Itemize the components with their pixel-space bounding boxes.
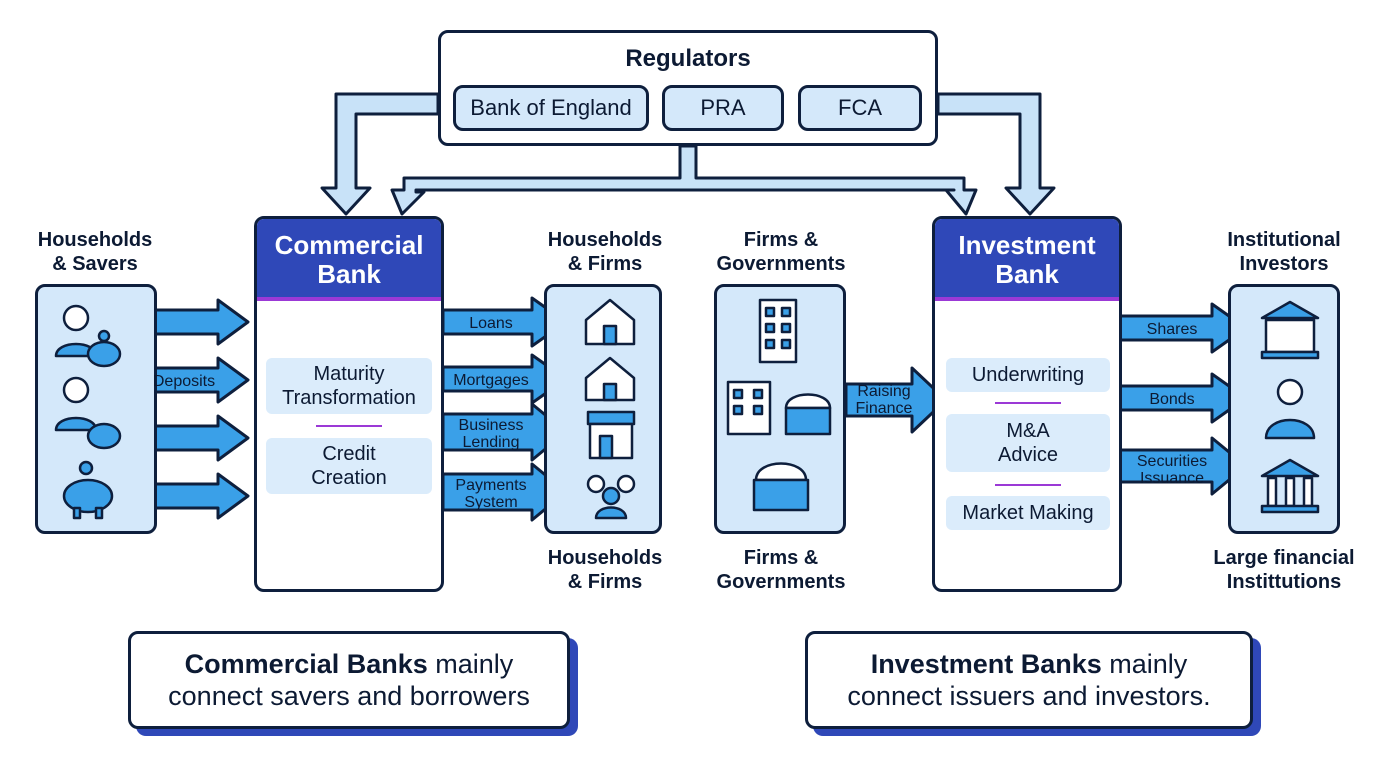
credit-line1: Credit: [322, 443, 376, 465]
commercial-bank-title: Commercial Bank: [257, 219, 441, 301]
function-ma-advice: M&A Advice: [946, 414, 1110, 472]
commercial-summary-line2: connect savers and borrowers: [168, 681, 530, 711]
firms-governments-bottom-label: Firms & Governments: [704, 546, 858, 594]
raising-finance-arrow: [844, 366, 948, 434]
commercial-summary-line1: Commercial Banks mainly: [131, 648, 567, 680]
large-institutions-label: Large financial Instittutions: [1200, 546, 1368, 594]
function-maturity-transformation: Maturity Transformation: [266, 358, 432, 414]
investment-summary-bold: Investment Banks: [870, 649, 1102, 679]
function-credit-creation: Credit Creation: [266, 438, 432, 494]
investment-summary-box: Investment Banks mainly connect issuers …: [805, 631, 1253, 729]
investment-bank-title: Investment Bank: [935, 219, 1119, 301]
households-savers-line1: Households: [37, 229, 153, 251]
commercial-summary-bold: Commercial Banks: [184, 649, 428, 679]
hf-bottom-line1: Households: [547, 547, 663, 569]
ma-line1: M&A: [1006, 420, 1050, 442]
regulator-arrow-investment: [936, 92, 1056, 216]
ii-line1: Institutional: [1227, 229, 1341, 251]
households-firms-bottom-label: Households & Firms: [530, 546, 680, 594]
borrowers-panel: [544, 284, 662, 534]
investment-divider-2: [995, 484, 1061, 486]
regulators-title: Regulators: [625, 45, 751, 72]
fg-top-line1: Firms &: [743, 229, 819, 251]
hf-top-line2: & Firms: [567, 253, 643, 275]
commercial-summary-box: Commercial Banks mainly connect savers a…: [128, 631, 570, 729]
fg-top-line2: Governments: [716, 253, 846, 275]
lfi-line2: Instittutions: [1226, 571, 1342, 593]
commercial-title-line2: Bank: [317, 259, 381, 289]
fg-bottom-line2: Governments: [716, 571, 846, 593]
investment-summary-line2: connect issuers and investors.: [847, 681, 1211, 711]
savers-panel: [35, 284, 157, 534]
hf-top-line1: Households: [547, 229, 663, 251]
regulator-arrow-split: [390, 144, 978, 216]
investment-divider-1: [995, 402, 1061, 404]
hf-bottom-line2: & Firms: [567, 571, 643, 593]
households-firms-top-label: Households & Firms: [530, 228, 680, 276]
function-market-making: Market Making: [946, 496, 1110, 530]
regulator-bank-of-england: Bank of England: [453, 85, 649, 131]
investment-summary-line1: Investment Banks mainly: [808, 648, 1250, 680]
investment-bank-box: Investment Bank: [932, 216, 1122, 592]
institutional-investors-label: Institutional Investors: [1206, 228, 1362, 276]
investment-title-line2: Bank: [995, 259, 1059, 289]
firms-governments-top-label: Firms & Governments: [706, 228, 856, 276]
commercial-title-line1: Commercial: [274, 230, 424, 260]
households-savers-line2: & Savers: [52, 253, 138, 275]
ma-line2: Advice: [997, 444, 1059, 466]
maturity-line2: Transformation: [282, 387, 416, 409]
maturity-line1: Maturity: [313, 363, 385, 385]
regulator-arrow-commercial: [320, 92, 440, 216]
investment-summary-rest: mainly: [1101, 649, 1188, 679]
lfi-line1: Large financial: [1213, 547, 1355, 569]
households-savers-label: Households & Savers: [20, 228, 170, 276]
credit-line2: Creation: [311, 467, 387, 489]
regulator-pra: PRA: [662, 85, 784, 131]
investors-panel: [1228, 284, 1340, 534]
fg-bottom-line1: Firms &: [743, 547, 819, 569]
regulator-fca: FCA: [798, 85, 922, 131]
function-underwriting: Underwriting: [946, 358, 1110, 392]
issuers-panel: [714, 284, 846, 534]
commercial-summary-rest: mainly: [427, 649, 514, 679]
commercial-divider: [316, 425, 382, 427]
ii-line2: Investors: [1239, 253, 1329, 275]
investment-title-line1: Investment: [958, 230, 1096, 260]
